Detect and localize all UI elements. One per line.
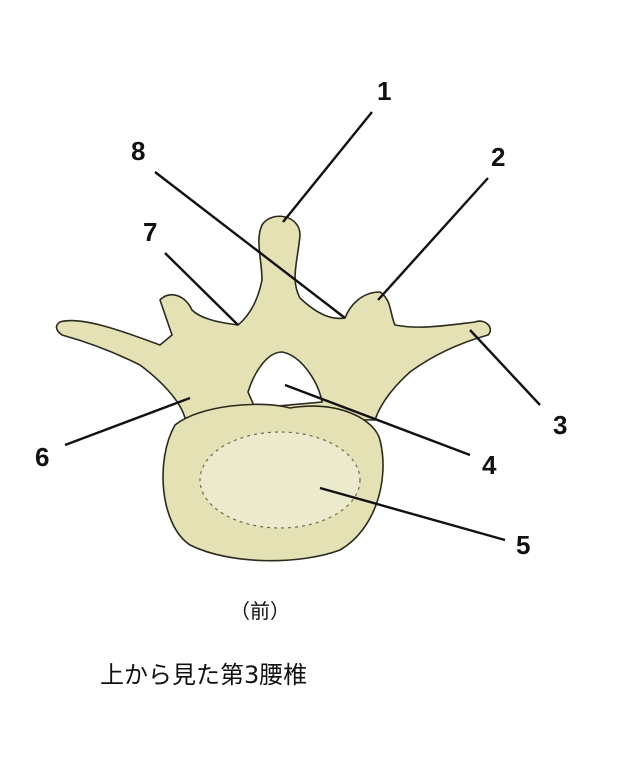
leader-line-2 — [377, 177, 489, 301]
leader-line-3 — [469, 329, 541, 406]
diagram-title: 上から見た第3腰椎 — [100, 661, 308, 689]
leader-line-6 — [64, 396, 191, 447]
label-4: 4 — [482, 450, 497, 480]
label-8: 8 — [131, 136, 146, 166]
label-7: 7 — [143, 217, 158, 247]
label-6: 6 — [35, 442, 50, 472]
label-5: 5 — [516, 530, 531, 560]
leader-line-8 — [154, 171, 346, 319]
leader-lines — [64, 111, 541, 542]
body-center — [199, 431, 361, 529]
vertebral-foramen — [247, 351, 323, 409]
vertebral-arch — [55, 215, 492, 421]
label-1: 1 — [377, 76, 392, 106]
label-2: 2 — [491, 142, 506, 172]
vertebra-drawing — [55, 215, 492, 562]
leader-line-7 — [164, 252, 239, 326]
leader-line-1 — [282, 111, 373, 223]
leader-line-4 — [284, 383, 471, 457]
anterior-caption: （前） — [230, 599, 290, 623]
leader-line-5 — [319, 486, 506, 542]
label-3: 3 — [553, 410, 568, 440]
